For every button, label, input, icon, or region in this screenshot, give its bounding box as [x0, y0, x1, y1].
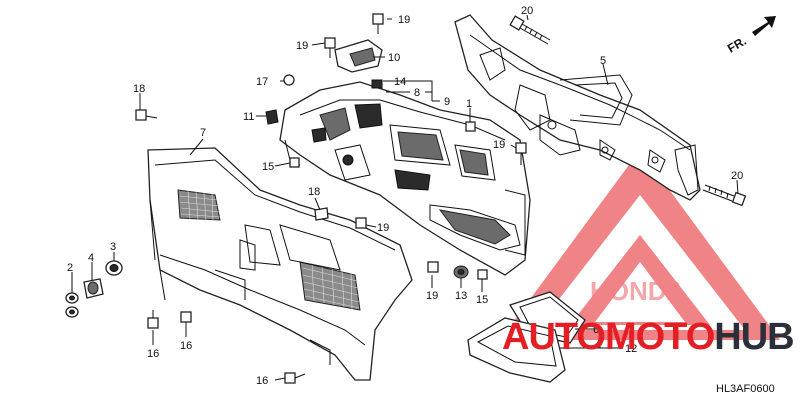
- callout-6: 6: [593, 324, 599, 336]
- callout-3: 3: [110, 241, 116, 253]
- callout-12: 12: [625, 343, 637, 355]
- callout-13: 13: [455, 290, 467, 302]
- callout-19a: 19: [398, 14, 410, 26]
- callout-20a: 20: [521, 5, 533, 17]
- callout-10: 10: [388, 52, 400, 64]
- watermark-emblem-text: HONDA: [590, 276, 686, 306]
- callout-15b: 15: [476, 294, 488, 306]
- part-18-clip-upper: [135, 109, 147, 121]
- callout-19e: 19: [426, 290, 438, 302]
- callout-8: 8: [414, 87, 420, 99]
- part-11-clip: [265, 109, 279, 125]
- callout-2: 2: [67, 262, 73, 274]
- callout-5: 5: [600, 55, 606, 67]
- callout-19d: 19: [377, 222, 389, 234]
- callout-7: 7: [200, 127, 206, 139]
- part-14-clip: [371, 79, 383, 89]
- watermark-brand: AUTOMOTOHUB: [502, 316, 795, 358]
- callout-20b: 20: [731, 170, 743, 182]
- part-18-clip-lower: [314, 207, 329, 221]
- callout-16a: 16: [147, 348, 159, 360]
- callout-4: 4: [88, 252, 94, 264]
- diagram-code: HL3AF0600: [716, 383, 775, 395]
- callout-labels: 1 2 3 4 5 6 7 8 9 10 11 12 13 14 15 15 1…: [67, 5, 743, 387]
- part-12-cover: [467, 317, 566, 383]
- watermark-emblem: HONDA: [500, 150, 780, 340]
- callout-18b: 18: [308, 186, 320, 198]
- part-2-grommet: [65, 292, 79, 318]
- part-7-lower-panel: [147, 147, 413, 381]
- part-3-ring: [105, 260, 123, 276]
- screw-15-left: [289, 157, 300, 168]
- bolt-16-mid: [180, 311, 192, 323]
- part-13-grommet: [453, 265, 469, 279]
- watermark-moto: MOTO: [605, 316, 714, 358]
- bolt-20-right: [702, 184, 747, 207]
- callout-19c: 19: [493, 139, 505, 151]
- front-direction-marker: FR.: [725, 16, 776, 56]
- callout-11: 11: [243, 111, 254, 123]
- part-4-knob: [83, 278, 104, 299]
- screw-19-low: [427, 261, 439, 273]
- callout-16b: 16: [180, 340, 192, 352]
- leader-lines: [71, 14, 739, 381]
- screw-1: [465, 121, 476, 132]
- callout-14: 14: [394, 76, 406, 88]
- screw-19-top: [372, 13, 384, 34]
- part-17-screw: [283, 74, 295, 86]
- screw-19-mid: [355, 217, 367, 229]
- callout-18a: 18: [133, 83, 145, 95]
- callout-9: 9: [444, 96, 450, 108]
- part-10-bracket: [334, 39, 383, 73]
- front-arrow-icon: [752, 16, 776, 36]
- front-marker-label: FR.: [725, 34, 749, 56]
- screw-15-right: [477, 269, 488, 280]
- svg-text:AUTOMOTOHUB: AUTOMOTOHUB: [502, 316, 794, 358]
- bolt-16-left: [147, 310, 159, 329]
- watermark-hub: HUB: [714, 316, 793, 358]
- callout-15a: 15: [262, 161, 274, 173]
- part-5-frame-bracket: [454, 14, 701, 201]
- callout-19b: 19: [296, 40, 308, 52]
- callout-16c: 16: [256, 375, 268, 387]
- watermark-auto: AUTO: [502, 316, 605, 358]
- bolt-20-upper: [509, 15, 551, 45]
- callout-1: 1: [466, 98, 472, 110]
- screw-19-upper-left: [324, 37, 336, 58]
- callout-17: 17: [256, 76, 268, 88]
- bolt-16-bottom: [284, 372, 306, 384]
